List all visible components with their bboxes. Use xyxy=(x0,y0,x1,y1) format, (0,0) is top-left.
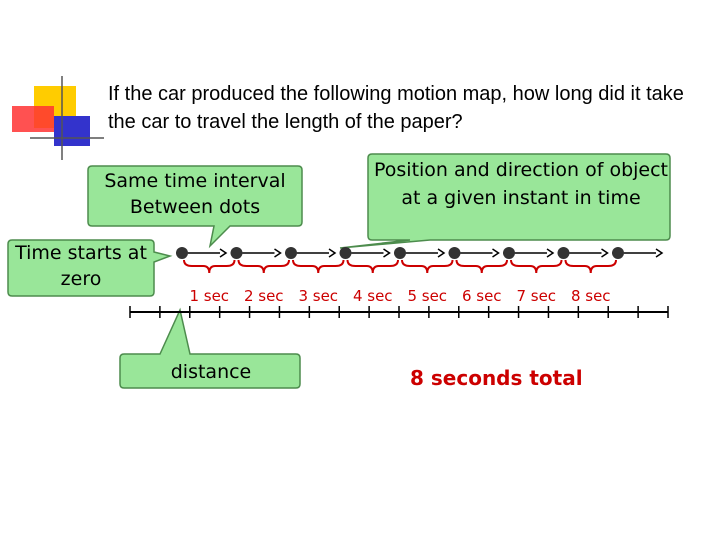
motion-dot xyxy=(448,247,461,259)
deco-red-square xyxy=(12,106,54,132)
interval-callout-bubble xyxy=(87,165,303,249)
direction-arrowhead xyxy=(219,248,228,258)
direction-arrowhead xyxy=(274,248,282,258)
motion-dot xyxy=(557,247,570,259)
motion-map xyxy=(176,247,664,274)
interval-brace xyxy=(401,259,454,274)
motion-dot xyxy=(176,247,188,259)
motion-dot xyxy=(230,247,243,259)
direction-arrowhead xyxy=(383,248,391,258)
interval-label: 3 sec xyxy=(298,287,339,305)
interval-label: 4 sec xyxy=(352,287,393,305)
position-callout-bubble xyxy=(339,153,671,249)
interval-brace xyxy=(346,259,399,274)
interval-brace xyxy=(183,259,236,274)
motion-dot xyxy=(503,247,515,259)
interval-label: 2 sec xyxy=(243,287,284,305)
interval-label: 6 sec xyxy=(461,287,502,305)
total-time-label: 8 seconds total xyxy=(410,366,583,390)
deco-blue-square xyxy=(54,116,90,146)
zero-callout-text: Time starts at zero xyxy=(15,242,147,290)
decorative-squares xyxy=(12,76,104,160)
motion-dot xyxy=(394,247,406,259)
direction-arrowhead xyxy=(655,248,664,258)
interval-brace xyxy=(510,259,563,274)
direction-arrowhead xyxy=(492,248,500,258)
direction-arrowhead xyxy=(437,248,446,258)
distance-callout-bubble xyxy=(119,307,301,389)
question-text: If the car produced the following motion… xyxy=(108,83,684,133)
direction-arrowhead xyxy=(328,248,337,258)
position-callout-text: Position and direction of object at a gi… xyxy=(373,159,668,209)
interval-label: 8 sec xyxy=(570,287,611,305)
interval-brace xyxy=(292,259,345,274)
motion-dot xyxy=(285,247,297,259)
interval-brace xyxy=(455,259,508,274)
motion-dot xyxy=(339,247,352,259)
interval-label: 5 sec xyxy=(407,287,448,305)
interval-label: 1 sec xyxy=(189,287,230,305)
direction-arrowhead xyxy=(546,248,555,258)
motion-dot xyxy=(612,247,624,259)
direction-arrowhead xyxy=(601,248,609,258)
distance-ruler xyxy=(129,306,669,318)
interval-callout-text: Same time interval Between dots xyxy=(104,170,286,218)
interval-brace xyxy=(564,259,617,274)
zero-callout-bubble xyxy=(7,239,173,297)
distance-callout-text: distance xyxy=(170,361,252,383)
interval-brace xyxy=(237,259,290,274)
interval-label: 7 sec xyxy=(516,287,557,305)
